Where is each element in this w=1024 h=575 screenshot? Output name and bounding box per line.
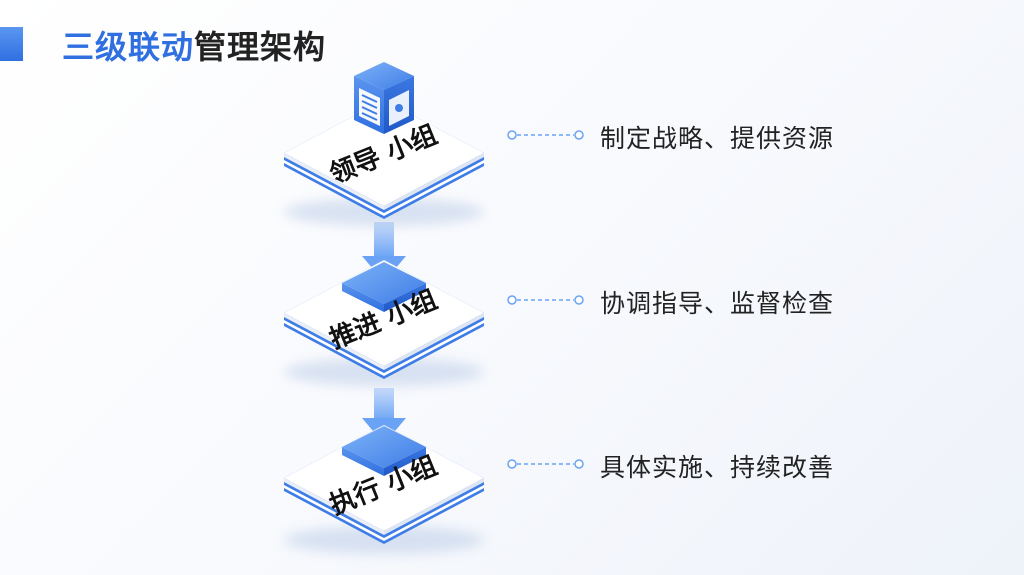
platform-leadership — [284, 100, 484, 226]
connector-promotion — [507, 295, 584, 305]
platform-execution — [284, 425, 484, 554]
blue-block-icon — [342, 262, 426, 312]
page-title: 三级联动管理架构 — [62, 22, 326, 68]
building-icon — [354, 62, 414, 134]
description-promotion: 协调指导、监督检查 — [600, 289, 835, 318]
description-execution: 具体实施、持续改善 — [600, 453, 835, 482]
description-leadership: 制定战略、提供资源 — [600, 124, 835, 153]
blue-block-icon — [342, 426, 426, 476]
connector-leadership — [507, 130, 584, 140]
title-rest: 管理架构 — [194, 28, 327, 66]
connector-execution — [507, 459, 584, 469]
title-highlight: 三级联动 — [62, 28, 195, 66]
platform-promotion — [284, 260, 484, 386]
title-accent-bar — [0, 27, 23, 61]
